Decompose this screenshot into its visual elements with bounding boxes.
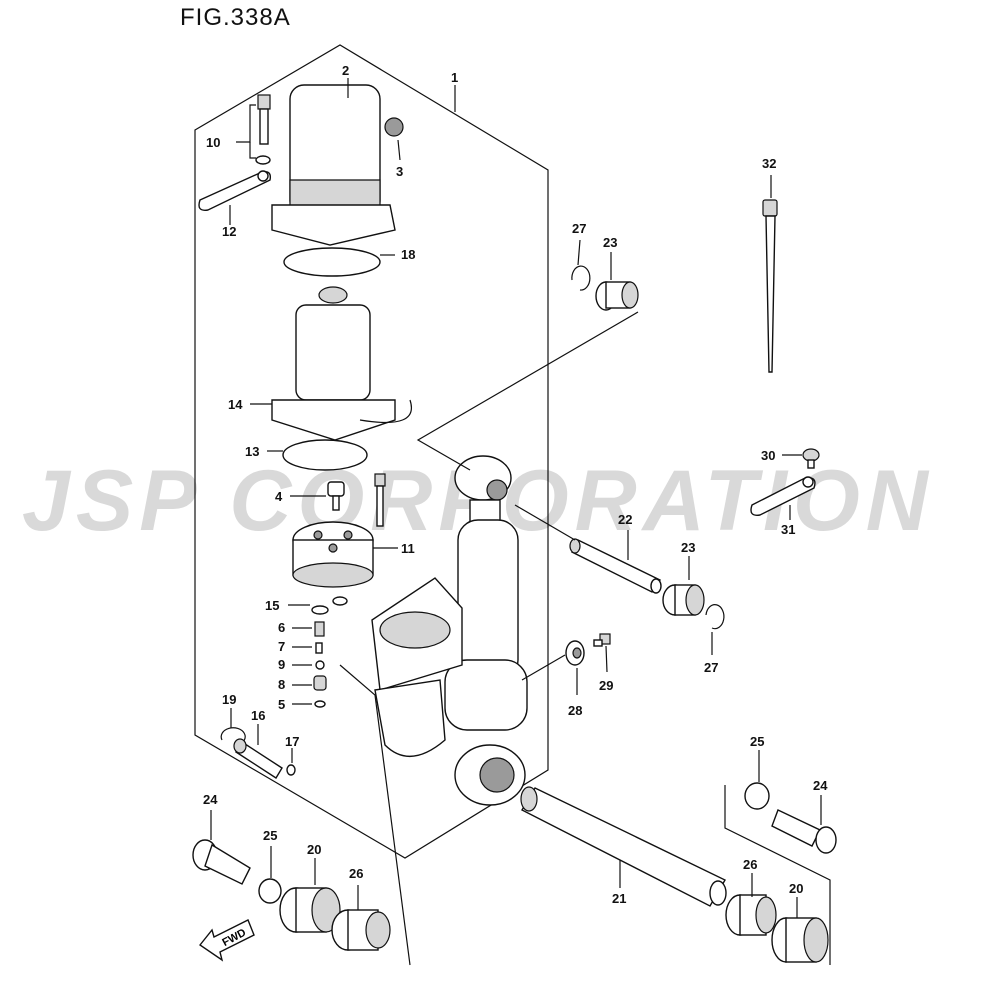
callout-31: 31 [781,522,795,537]
callout-29: 29 [599,678,613,693]
part-25-washer-left [258,878,282,904]
callout-14: 14 [228,397,243,412]
leader-10a [236,104,256,143]
callout-26: 26 [349,866,363,881]
fwd-arrow-icon: FWD [198,919,255,962]
callout-6: 6 [278,620,285,635]
callout-23: 23 [681,540,695,555]
callout-21: 21 [612,891,626,906]
leader-27a [577,239,581,266]
part-17-o-ring [286,764,296,776]
part-25-washer-right [744,782,770,810]
callout-25: 25 [263,828,277,843]
part-26-bushing-right [725,894,777,936]
callout-13: 13 [245,444,259,459]
callout-32: 32 [762,156,776,171]
part-4-valve [327,481,345,511]
callout-4: 4 [275,489,283,504]
part-20-bushing-right [771,917,829,963]
part-21-tube [520,786,727,907]
part-26-bushing-left [331,909,391,951]
leader-10b [249,142,256,159]
pump-bolt [374,473,386,527]
callout-5: 5 [278,697,285,712]
part-23-bushing-top [595,281,639,311]
callout-27: 27 [704,660,718,675]
leader-29 [605,645,608,673]
figure-title: FIG.338A [180,4,291,31]
part-27-snap-ring-top [571,265,591,291]
part-31-clip [750,476,816,516]
part-23-bushing-bottom [662,584,705,616]
part-2-reservoir-cap [271,84,396,246]
callout-28: 28 [568,703,582,718]
part-20-bushing-left [279,887,341,933]
callout-30: 30 [761,448,775,463]
callout-3: 3 [396,164,403,179]
part-24-bolt-right [771,809,837,854]
part-32-cable-tie [762,199,778,373]
part-16-shaft [233,738,283,779]
callout-26: 26 [743,857,757,872]
callout-20: 20 [307,842,321,857]
part-18-o-ring [283,247,381,277]
leader-28-pointer [521,654,566,681]
callout-20: 20 [789,881,803,896]
callout-24: 24 [203,792,218,807]
part-22-pin [569,538,662,594]
callout-2: 2 [342,63,349,78]
assembly-outline [194,44,549,859]
part-10-bolt [255,94,271,165]
callout-19: 19 [222,692,236,707]
valve-small-parts [311,596,348,708]
callout-27: 27 [572,221,586,236]
part-24-bolt-left [192,839,251,885]
part-28-bushing [565,640,585,666]
leader-22-pointer [514,504,576,541]
leader-right-group [724,785,831,965]
callout-11: 11 [401,541,415,556]
part-13-o-ring [282,439,368,471]
callout-25: 25 [750,734,764,749]
part-14-motor [271,286,412,441]
callout-8: 8 [278,677,285,692]
leader-23-pointer [416,311,639,471]
part-11-pump [292,521,374,588]
callout-12: 12 [222,224,236,239]
leader-3 [397,139,401,161]
callout-7: 7 [278,639,285,654]
callout-22: 22 [618,512,632,527]
part-12-clip [198,170,272,211]
callout-9: 9 [278,657,285,672]
leader-left-group [339,664,411,966]
callout-labels: 1234567891011121314151617181920202122232… [203,63,828,906]
tilt-cylinder [371,455,528,806]
callout-10: 10 [206,135,220,150]
part-30-screw [802,448,820,469]
callout-15: 15 [265,598,279,613]
part-29-screw [593,633,611,647]
callout-23: 23 [603,235,617,250]
part-27-snap-ring-bottom [705,604,725,630]
callout-17: 17 [285,734,299,749]
part-3-plug [384,117,404,137]
callout-24: 24 [813,778,828,793]
callout-18: 18 [401,247,415,262]
callout-16: 16 [251,708,265,723]
callout-1: 1 [451,70,458,85]
